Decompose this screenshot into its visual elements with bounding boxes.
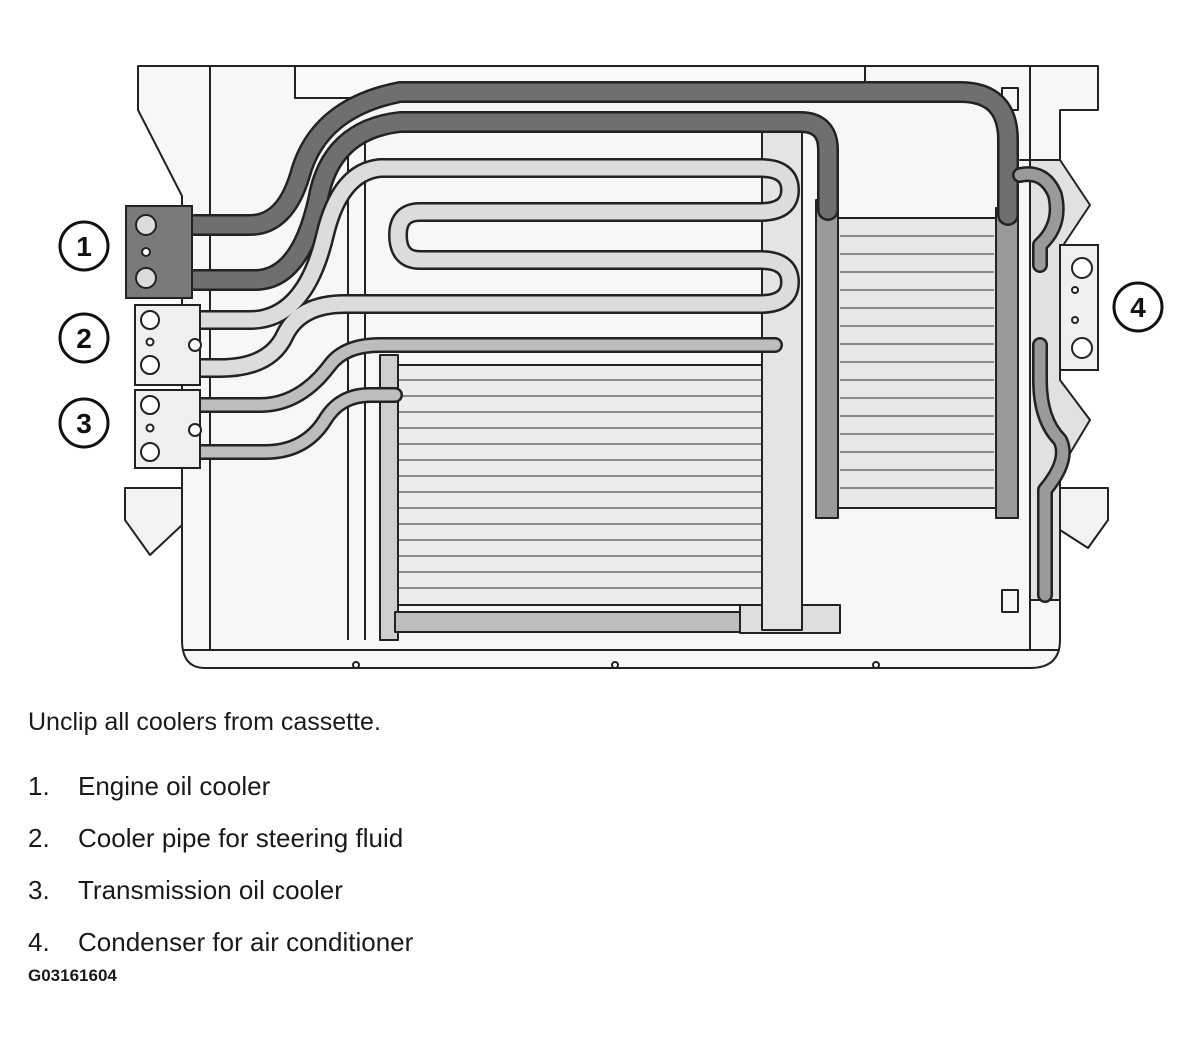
figure-id: G03161604: [28, 966, 117, 985]
steering-fluid-connector: [134, 304, 202, 386]
condenser-connector: [1059, 244, 1099, 371]
legend-item: 1. Engine oil cooler: [28, 766, 413, 818]
legend-number: 1.: [28, 771, 50, 801]
legend-number: 4.: [28, 927, 50, 957]
legend-number: 3.: [28, 875, 50, 905]
cooler-cassette-diagram: 1 2 3 4: [58, 65, 1164, 669]
legend-item: 3. Transmission oil cooler: [28, 870, 413, 922]
transmission-cooler-connector: [134, 389, 202, 469]
condenser-tank-right: [995, 207, 1019, 519]
engine-oil-cooler-core: [837, 217, 997, 509]
callout-3: 3: [58, 397, 110, 449]
legend-item: 2. Cooler pipe for steering fluid: [28, 818, 413, 870]
legend-list: 1. Engine oil cooler 2. Cooler pipe for st…: [28, 766, 413, 974]
callout-1: 1: [58, 220, 110, 272]
callout-2-number: 2: [76, 323, 92, 354]
legend-label: Engine oil cooler: [78, 771, 271, 801]
callout-4: 4: [1112, 281, 1164, 333]
engine-oil-cooler-connector: [125, 205, 193, 299]
legend-label: Transmission oil cooler: [78, 875, 343, 905]
callout-3-number: 3: [76, 408, 92, 439]
legend-number: 2.: [28, 823, 50, 853]
condenser-tank-left: [815, 199, 839, 519]
legend-item: 4. Condenser for air conditioner: [28, 922, 413, 974]
callout-1-number: 1: [76, 231, 92, 262]
legend-label: Condenser for air conditioner: [78, 927, 414, 957]
callout-2: 2: [58, 312, 110, 364]
caption: Unclip all coolers from cassette.: [28, 708, 381, 736]
callout-4-number: 4: [1130, 292, 1146, 323]
legend-label: Cooler pipe for steering fluid: [78, 823, 404, 853]
